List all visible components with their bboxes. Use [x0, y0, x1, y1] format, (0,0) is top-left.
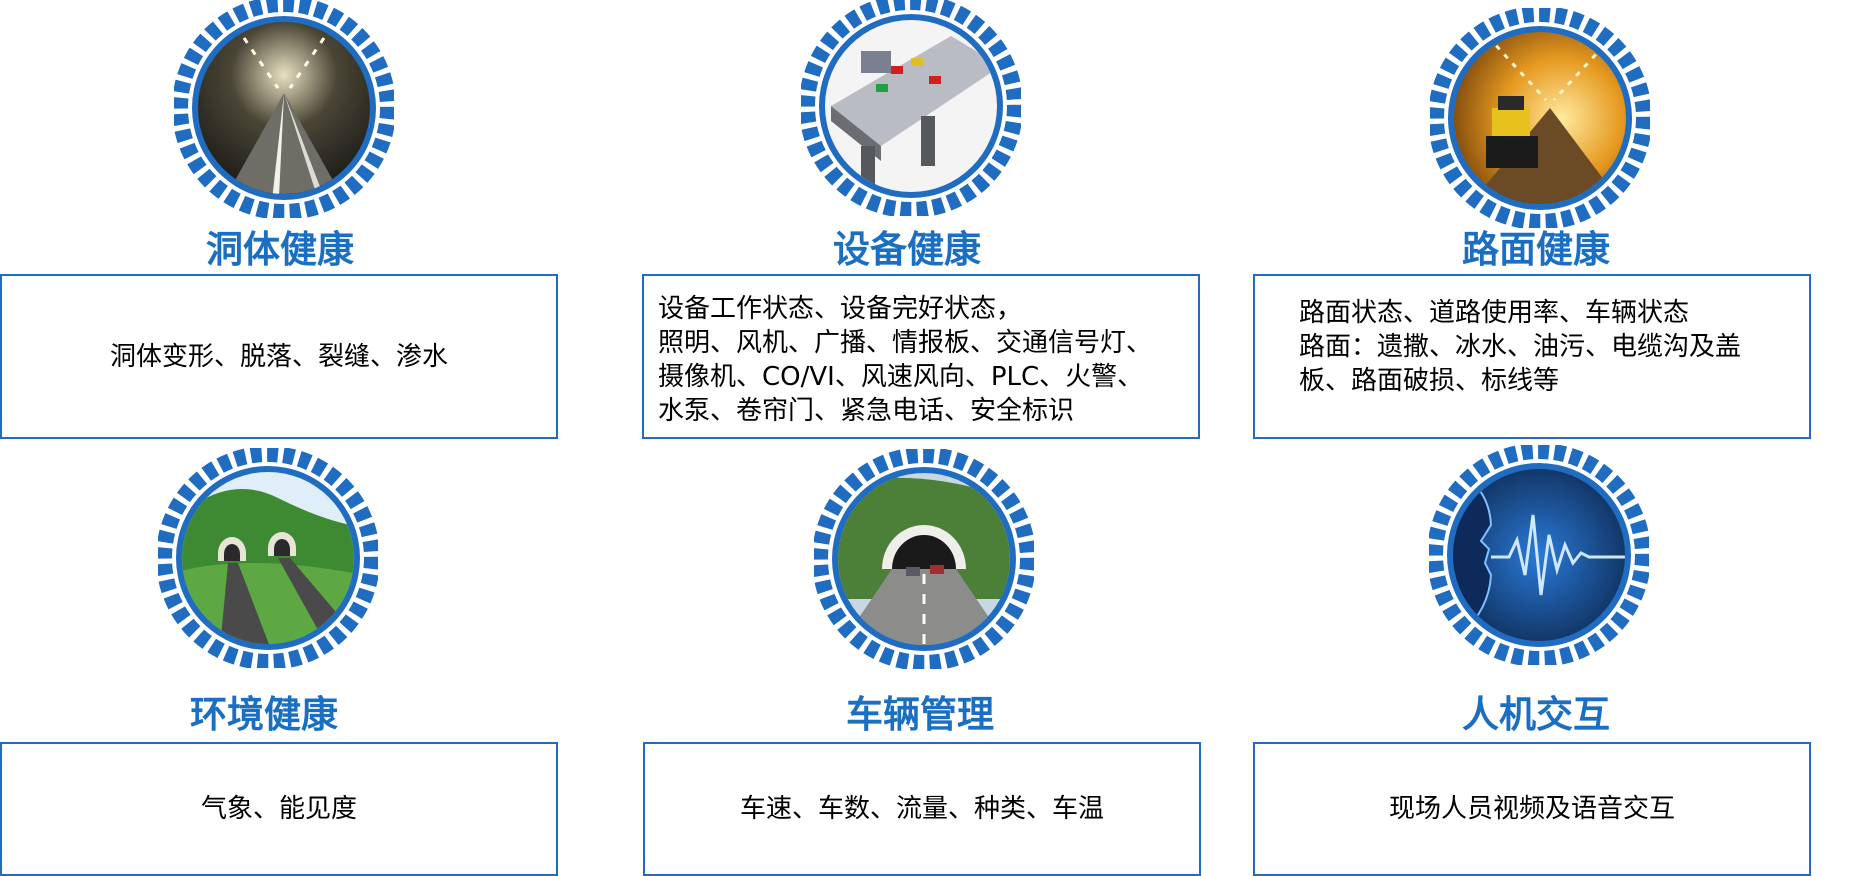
card-title: 车辆管理 [846, 693, 994, 736]
description-box: 路面状态、道路使用率、车辆状态 路面：遗撒、冰水、油污、电缆沟及盖 板、路面破损… [1253, 274, 1811, 439]
description-line: 现场人员视频及语音交互 [1388, 794, 1675, 824]
voice-wave-face-icon [1429, 445, 1649, 665]
description-box: 洞体变形、脱落、裂缝、渗水 [0, 274, 558, 439]
card-title: 路面健康 [1462, 228, 1610, 271]
description-line: 摄像机、CO/VI、风速风向、PLC、火警、 [658, 362, 1144, 392]
tunnel-entrance-traffic-icon [814, 449, 1034, 669]
toll-plaza-model-icon [801, 0, 1021, 216]
description-line: 设备工作状态、设备完好状态， [658, 294, 1023, 324]
card-title: 环境健康 [190, 693, 338, 736]
card-title: 洞体健康 [206, 228, 354, 271]
tunnel-lights-icon [174, 0, 394, 218]
description-box: 设备工作状态、设备完好状态， 照明、风机、广播、情报板、交通信号灯、 摄像机、C… [642, 274, 1200, 439]
tunnel-portal-landscape-icon [158, 448, 378, 668]
description-line: 板、路面破损、标线等 [1299, 366, 1560, 396]
description-box: 车速、车数、流量、种类、车温 [643, 742, 1201, 876]
description-line: 洞体变形、脱落、裂缝、渗水 [109, 341, 448, 372]
description-line: 照明、风机、广播、情报板、交通信号灯、 [658, 328, 1153, 358]
description-line: 水泵、卷帘门、紧急电话、安全标识 [658, 396, 1075, 426]
description-box: 气象、能见度 [0, 742, 558, 876]
description-line: 车速、车数、流量、种类、车温 [739, 794, 1104, 824]
description-box: 现场人员视频及语音交互 [1253, 742, 1811, 876]
description-line: 路面状态、道路使用率、车辆状态 [1299, 298, 1690, 328]
card-title: 人机交互 [1462, 693, 1610, 736]
card-title: 设备健康 [833, 228, 981, 271]
description-line: 气象、能见度 [200, 794, 357, 824]
description-line: 路面：遗撒、冰水、油污、电缆沟及盖 [1299, 332, 1742, 362]
road-roller-tunnel-icon [1430, 8, 1650, 228]
